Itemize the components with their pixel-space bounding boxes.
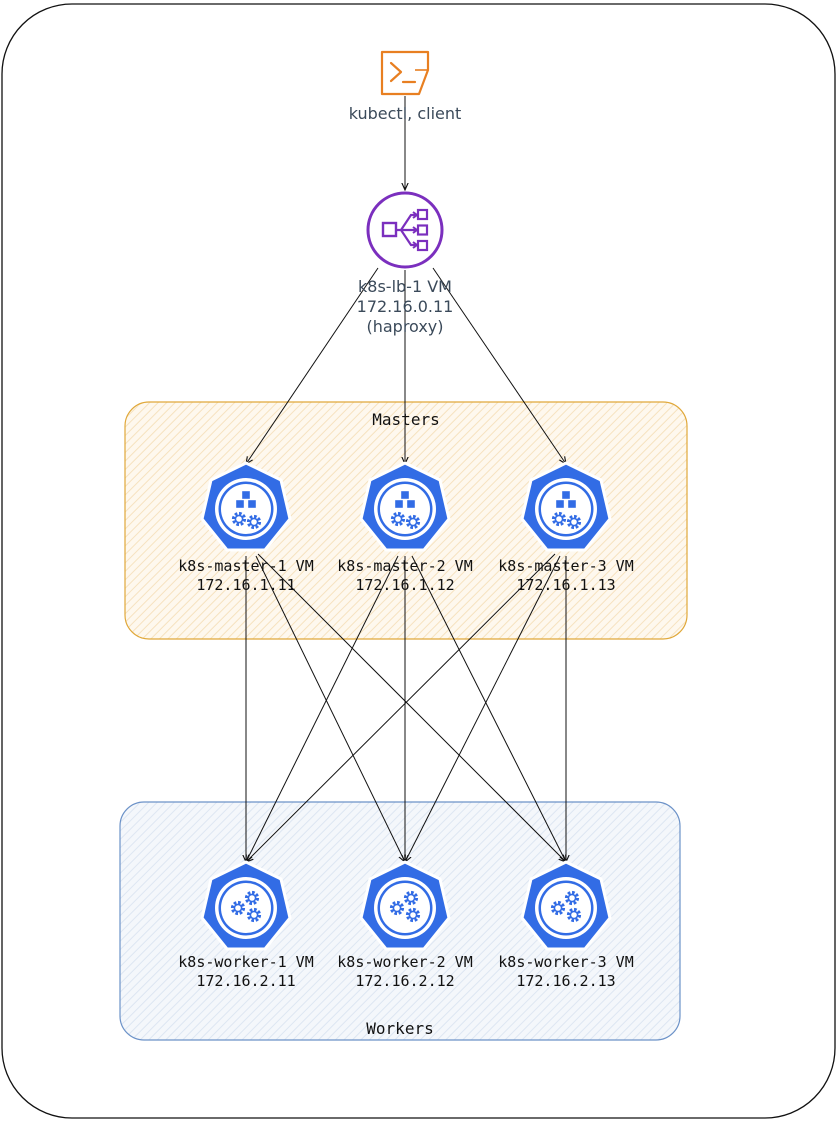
- node-ip: 172.16.1.13: [516, 576, 616, 594]
- load-balancer-icon: [366, 191, 444, 269]
- lb-note: (haproxy): [366, 317, 444, 336]
- edge-lb-master-3: [432, 267, 566, 464]
- edge-master-1-worker-3: [257, 553, 566, 862]
- lb-name: k8s-lb-1 VM: [358, 277, 452, 296]
- edge-lb-master-1: [246, 267, 379, 464]
- connection-lines: [246, 96, 566, 862]
- node-name: k8s-worker-2 VM: [337, 953, 473, 971]
- terminal-icon: [380, 50, 430, 96]
- node-ip: 172.16.1.11: [196, 576, 296, 594]
- worker-2-label: k8s-worker-2 VM 172.16.2.12: [315, 953, 495, 991]
- client-label: kubectl, client: [348, 104, 462, 123]
- worker-3-label: k8s-worker-3 VM 172.16.2.13: [476, 953, 656, 991]
- node-name: k8s-worker-3 VM: [498, 953, 634, 971]
- lb-ip: 172.16.0.11: [356, 297, 454, 316]
- master-3-label: k8s-master-3 VM 172.16.1.13: [476, 557, 656, 595]
- node-ip: 172.16.2.13: [516, 972, 616, 990]
- master-1-label: k8s-master-1 VM 172.16.1.11: [156, 557, 336, 595]
- node-ip: 172.16.2.12: [355, 972, 455, 990]
- node-name: k8s-master-1 VM: [178, 557, 314, 575]
- edge-master-1-worker-2: [255, 555, 405, 862]
- worker-1-label: k8s-worker-1 VM 172.16.2.11: [156, 953, 336, 991]
- node-name: k8s-master-2 VM: [337, 557, 473, 575]
- node-ip: 172.16.1.12: [355, 576, 455, 594]
- masters-group-label: Masters: [372, 410, 440, 429]
- outer-frame: [1, 3, 836, 1119]
- edge-master-2-worker-1: [246, 555, 399, 862]
- node-ip: 172.16.2.11: [196, 972, 296, 990]
- edge-master-2-worker-3: [411, 555, 566, 862]
- lb-label: k8s-lb-1 VM 172.16.0.11 (haproxy): [305, 277, 505, 337]
- workers-group-label: Workers: [366, 1019, 434, 1038]
- node-name: k8s-master-3 VM: [498, 557, 634, 575]
- master-2-label: k8s-master-2 VM 172.16.1.12: [315, 557, 495, 595]
- edge-master-3-worker-2: [405, 555, 561, 862]
- node-name: k8s-worker-1 VM: [178, 953, 314, 971]
- edge-master-3-worker-1: [246, 553, 556, 862]
